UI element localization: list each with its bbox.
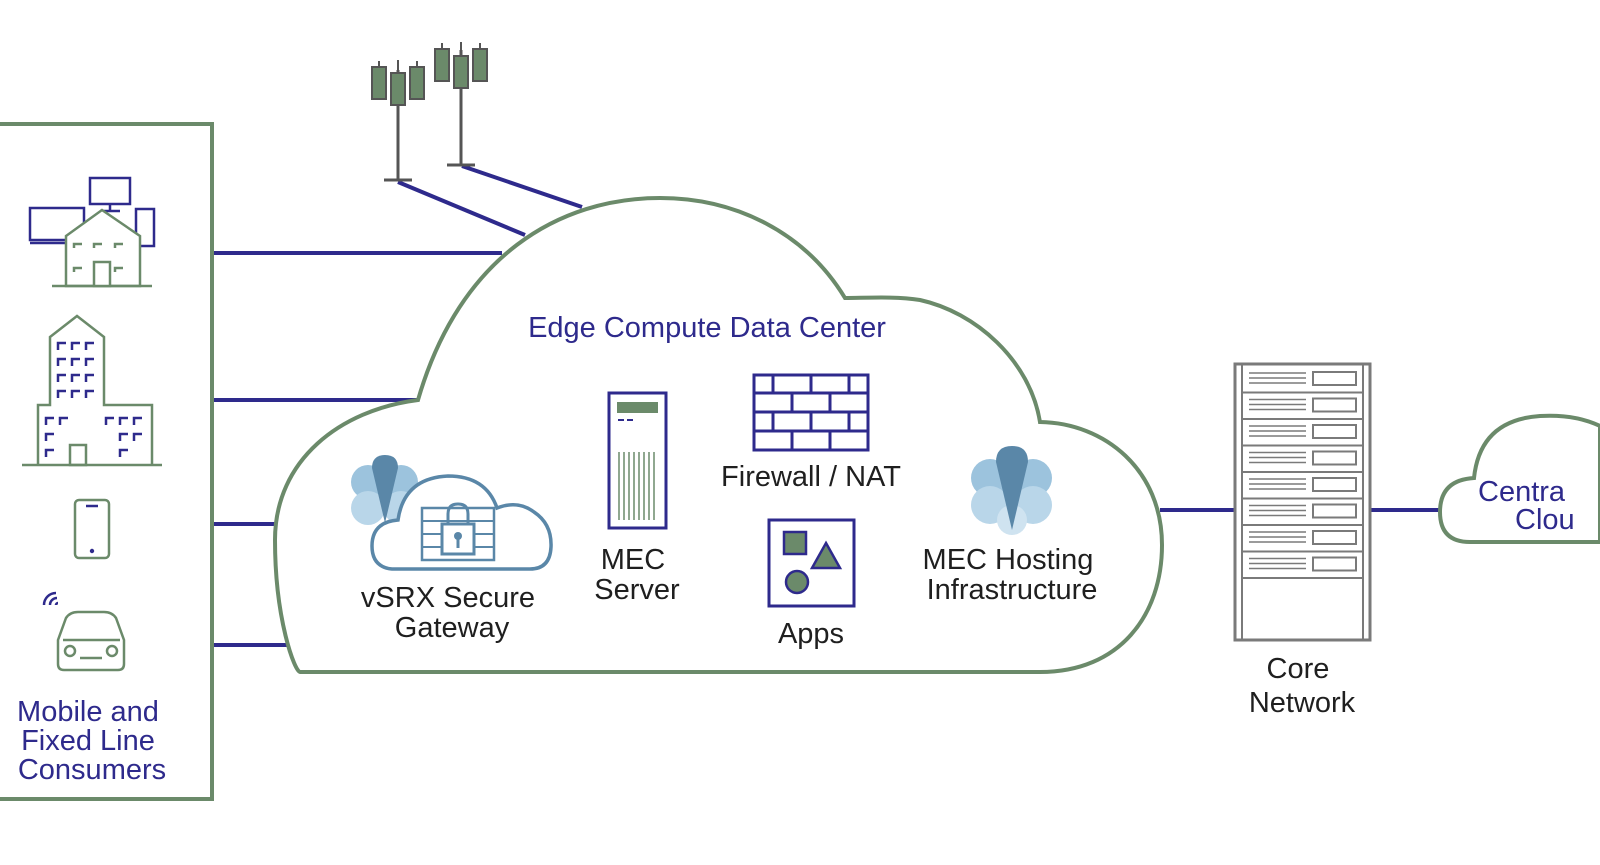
mec-server-component: MEC Server	[594, 391, 680, 606]
brick-wall-icon	[752, 373, 870, 452]
link-tower1-cloud	[397, 180, 526, 237]
smartphone-icon	[73, 498, 111, 560]
firewall-component: Firewall / NAT	[721, 373, 901, 493]
mec-hosting-component: MEC Hosting Infrastructure	[923, 446, 1102, 606]
rack-unit	[1242, 450, 1363, 473]
office-building-icon	[22, 314, 162, 467]
consumers-panel: Mobile and Fixed Line Consumers	[0, 122, 214, 801]
mec-hosting-label: MEC Hosting Infrastructure	[923, 544, 1102, 606]
mec-hosting-label-line-1: MEC Hosting	[923, 544, 1094, 576]
consumers-label: Mobile and Fixed Line Consumers	[17, 696, 167, 786]
apps-label: Apps	[778, 618, 844, 650]
consumers-label-line-2: Fixed Line	[21, 725, 155, 757]
core-network-label: Core Network	[1249, 653, 1356, 719]
connection-lines	[214, 164, 1442, 647]
core-network-label-line-2: Network	[1249, 687, 1356, 719]
mec-hosting-label-line-2: Infrastructure	[927, 574, 1098, 606]
edge-cloud-title: Edge Compute Data Center	[528, 312, 886, 344]
rack-unit	[1242, 424, 1363, 447]
vsrx-label: vSRX Secure Gateway	[361, 582, 543, 644]
consumers-label-line-1: Mobile and	[17, 696, 159, 728]
flower-logo-icon	[971, 446, 1052, 535]
vsrx-component: vSRX Secure Gateway	[351, 455, 553, 644]
server-rack-icon	[1233, 362, 1372, 642]
mec-server-label: MEC Server	[594, 544, 680, 606]
shapes-icon	[767, 518, 856, 608]
rack-unit	[1242, 503, 1363, 526]
cell-tower-icon	[434, 42, 488, 167]
central-cloud-label: Centra Clou	[1478, 476, 1575, 536]
cloud-lock-icon	[370, 474, 553, 571]
cell-tower-icon	[371, 60, 425, 182]
firewall-label: Firewall / NAT	[721, 461, 901, 493]
mec-server-label-line-2: Server	[594, 574, 680, 606]
vsrx-label-line-1: vSRX Secure	[361, 582, 535, 614]
central-cloud-label-line-2: Clou	[1515, 504, 1575, 536]
server-tower-icon	[607, 391, 668, 530]
central-cloud-component: Centra Clou	[1437, 413, 1600, 544]
consumers-panel-border	[0, 122, 214, 801]
rack-unit	[1242, 397, 1363, 420]
link-tower2-cloud	[461, 164, 583, 209]
mec-server-label-line-1: MEC	[601, 544, 665, 576]
rack-unit	[1242, 371, 1363, 394]
home-devices-icon	[28, 176, 156, 288]
apps-component: Apps	[767, 518, 856, 650]
central-cloud-shape	[1437, 413, 1600, 544]
core-network-component: Core Network	[1233, 362, 1372, 719]
central-cloud-label-line-1: Centra	[1478, 476, 1566, 508]
connected-car-icon	[42, 591, 126, 672]
cell-towers	[371, 42, 488, 182]
rack-unit	[1242, 477, 1363, 500]
rack-units	[1242, 371, 1363, 579]
rack-unit	[1242, 530, 1363, 553]
consumers-label-line-3: Consumers	[18, 754, 166, 786]
vsrx-label-line-2: Gateway	[395, 612, 510, 644]
core-network-label-line-1: Core	[1267, 653, 1330, 685]
